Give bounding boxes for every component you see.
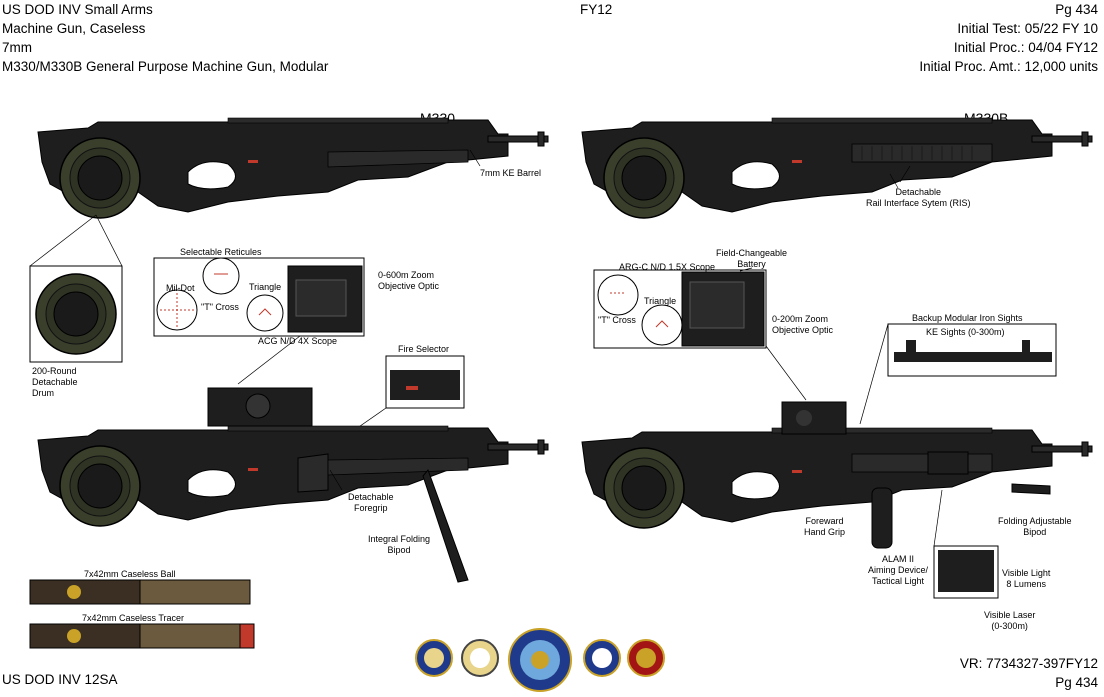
label-arg-scope: ARG-C N/D 1.5X Scope <box>619 262 716 272</box>
label-battery: Field-Changeable Battery <box>716 248 787 270</box>
army-seal-icon <box>461 639 499 677</box>
navy-seal-icon <box>583 639 621 677</box>
footer-right: VR: 7734327-397FY12 Pg 434 <box>960 654 1098 692</box>
label-foregrip-line1: Detachable <box>348 492 394 502</box>
label-reticules-title: Selectable Reticules <box>180 247 262 257</box>
label-hand-grip-line2: Hand Grip <box>804 527 846 537</box>
label-t-cross: "T" Cross <box>201 302 239 312</box>
label-ammo-ball: 7x42mm Caseless Ball <box>84 569 176 579</box>
header-page: Pg 434 <box>1055 2 1098 17</box>
label-ris: Detachable Rail Interface Sytem (RIS) <box>866 187 971 209</box>
label-alam-line2: Aiming Device/ <box>868 565 929 575</box>
header-type: Machine Gun, Caseless <box>2 21 146 36</box>
label-visible-laser-line2: (0-300m) <box>991 621 1028 631</box>
label-zoom-600-line2: Objective Optic <box>378 281 440 291</box>
marine-corps-seal-icon <box>627 639 665 677</box>
label-adjustable-bipod-line2: Bipod <box>1023 527 1047 537</box>
label-visible-laser-line1: Visible Laser <box>984 610 1036 620</box>
label-ammo-tracer: 7x42mm Caseless Tracer <box>82 613 185 623</box>
header-proc-amount: Initial Proc. Amt.: 12,000 units <box>919 59 1098 74</box>
label-visible-laser: Visible Laser (0-300m) <box>984 610 1035 632</box>
label-backup-sights: Backup Modular Iron Sights <box>912 313 1023 323</box>
label-drum: 200-Round Detachable Drum <box>32 366 78 399</box>
header-fiscal-year: FY12 <box>580 2 613 17</box>
label-ris-line2: Rail Interface Sytem (RIS) <box>866 198 971 208</box>
footer-vr: VR: 7734327-397FY12 <box>959 656 1098 671</box>
label-visible-light-line2: 8 Lumens <box>1006 579 1046 589</box>
label-zoom-600-line1: 0-600m Zoom <box>378 270 435 280</box>
label-visible-light-line1: Visible Light <box>1002 568 1051 578</box>
label-hand-grip-line1: Foreward <box>805 516 844 526</box>
label-integral-bipod-line2: Bipod <box>387 545 411 555</box>
header-caliber: 7mm <box>2 40 32 55</box>
m330b-gun-image <box>581 117 1093 219</box>
header-category: US DOD INV Small Arms <box>2 2 153 17</box>
label-drum-line3: Drum <box>32 388 54 398</box>
header-initial-test: Initial Test: 05/22 FY 10 <box>957 21 1098 36</box>
label-battery-line1: Field-Changeable <box>716 248 788 258</box>
footer-page: Pg 434 <box>1055 675 1098 690</box>
label-zoom-200-line1: 0-200m Zoom <box>772 314 829 324</box>
label-alam: ALAM II Aiming Device/ Tactical Light <box>868 554 928 587</box>
header-initial-proc: Initial Proc.: 04/04 FY12 <box>953 40 1098 55</box>
label-zoom-600: 0-600m Zoom Objective Optic <box>378 270 439 292</box>
label-alam-line1: ALAM II <box>882 554 915 564</box>
label-battery-line2: Battery <box>737 259 766 269</box>
label-alam-line3: Tactical Light <box>872 576 925 586</box>
label-foregrip: Detachable Foregrip <box>348 492 394 514</box>
label-acg-scope: ACG N/D 4X Scope <box>258 336 338 346</box>
label-triangle: Triangle <box>249 282 282 292</box>
label-integral-bipod-line1: Integral Folding <box>368 534 431 544</box>
label-arg-triangle: Triangle <box>644 296 677 306</box>
dod-seals <box>415 628 665 692</box>
ammo-tracer-image <box>29 623 255 649</box>
label-adjustable-bipod: Folding Adjustable Bipod <box>998 516 1072 538</box>
air-force-seal-icon <box>415 639 453 677</box>
label-ke-sights: KE Sights (0-300m) <box>926 327 1005 337</box>
m330b-configured-gun-image <box>581 401 1093 549</box>
label-mil-dot: Mil-Dot <box>166 283 195 293</box>
label-zoom-200-line2: Objective Optic <box>772 325 834 335</box>
ammo-ball-image <box>29 579 251 605</box>
label-hand-grip: Foreward Hand Grip <box>804 516 845 538</box>
label-barrel: 7mm KE Barrel <box>480 168 542 178</box>
label-adjustable-bipod-line1: Folding Adjustable <box>998 516 1072 526</box>
label-visible-light: Visible Light 8 Lumens <box>1002 568 1050 590</box>
label-zoom-200: 0-200m Zoom Objective Optic <box>772 314 833 336</box>
label-ris-line1: Detachable <box>895 187 942 197</box>
header-left: US DOD INV Small Arms Machine Gun, Casel… <box>2 0 328 76</box>
label-foregrip-line2: Foregrip <box>354 503 388 513</box>
m330-configured-gun-image <box>37 387 549 583</box>
department-of-defense-seal-icon <box>508 628 572 692</box>
footer-left: US DOD INV 12SA <box>2 672 118 687</box>
m330-gun-image <box>37 117 549 219</box>
header-designation: M330/M330B General Purpose Machine Gun, … <box>2 59 329 74</box>
label-drum-line1: 200-Round <box>32 366 77 376</box>
label-integral-bipod: Integral Folding Bipod <box>368 534 430 556</box>
header-right: Pg 434 Initial Test: 05/22 FY 10 Initial… <box>919 0 1098 76</box>
label-drum-line2: Detachable <box>32 377 78 387</box>
label-fire-selector: Fire Selector <box>398 344 450 354</box>
label-arg-t-cross: "T" Cross <box>598 315 636 325</box>
